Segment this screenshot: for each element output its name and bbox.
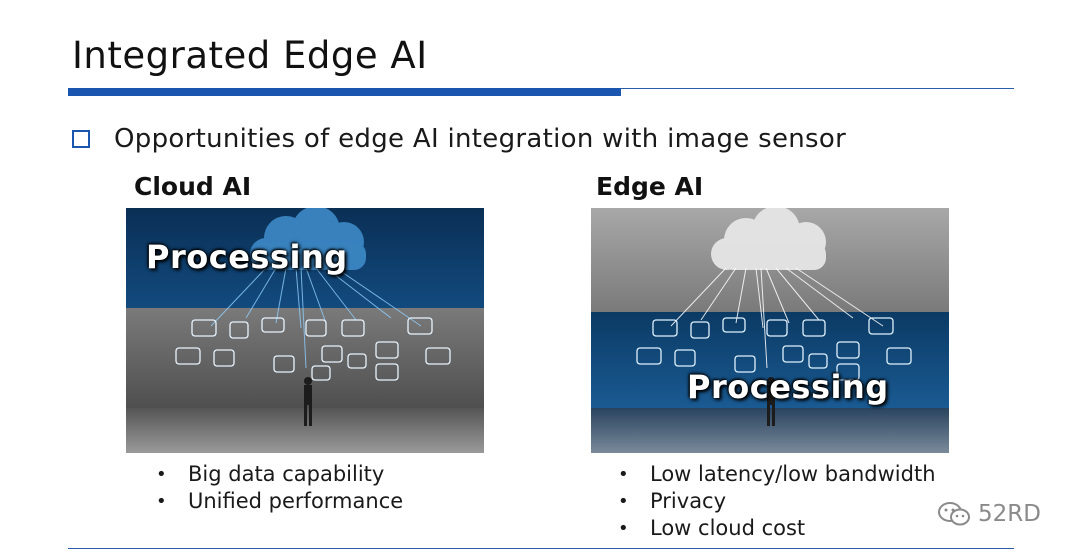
- list-item: •Low cloud cost: [618, 516, 806, 540]
- edge-ai-illustration: Processing: [591, 208, 949, 453]
- intro-bullet: Opportunities of edge AI integration wit…: [72, 124, 846, 154]
- list-item: •Privacy: [618, 489, 727, 513]
- list-item: •Unified performance: [156, 489, 404, 513]
- bullet-dot-icon: •: [156, 491, 167, 512]
- bullet-dot-icon: •: [156, 464, 167, 485]
- title-underline-accent: [68, 88, 621, 96]
- watermark-text: 52RD: [978, 501, 1041, 527]
- cloud-ai-illustration: Processing: [126, 208, 484, 453]
- watermark: 52RD: [936, 500, 1041, 528]
- list-item: •Big data capability: [156, 462, 385, 486]
- cloud-ai-graphic: [126, 208, 484, 453]
- footer-rule: [68, 548, 1014, 549]
- cloud-processing-label: Processing: [146, 238, 348, 276]
- wechat-icon: [938, 502, 970, 526]
- edge-processing-label: Processing: [687, 368, 889, 406]
- cloud-ai-benefits: •Big data capability •Unified performanc…: [154, 461, 403, 515]
- intro-bullet-text: Opportunities of edge AI integration wit…: [114, 124, 847, 154]
- bullet-dot-icon: •: [618, 491, 629, 512]
- cloud-ai-heading: Cloud AI: [134, 172, 252, 201]
- edge-ai-graphic: [591, 208, 949, 453]
- list-item: •Low latency/low bandwidth: [618, 462, 936, 486]
- bullet-dot-icon: •: [618, 518, 629, 539]
- bullet-dot-icon: •: [618, 464, 629, 485]
- edge-ai-benefits: •Low latency/low bandwidth •Privacy •Low…: [616, 461, 936, 542]
- edge-ai-heading: Edge AI: [596, 172, 704, 201]
- slide-title: Integrated Edge AI: [72, 34, 428, 77]
- square-bullet-icon: [72, 130, 90, 148]
